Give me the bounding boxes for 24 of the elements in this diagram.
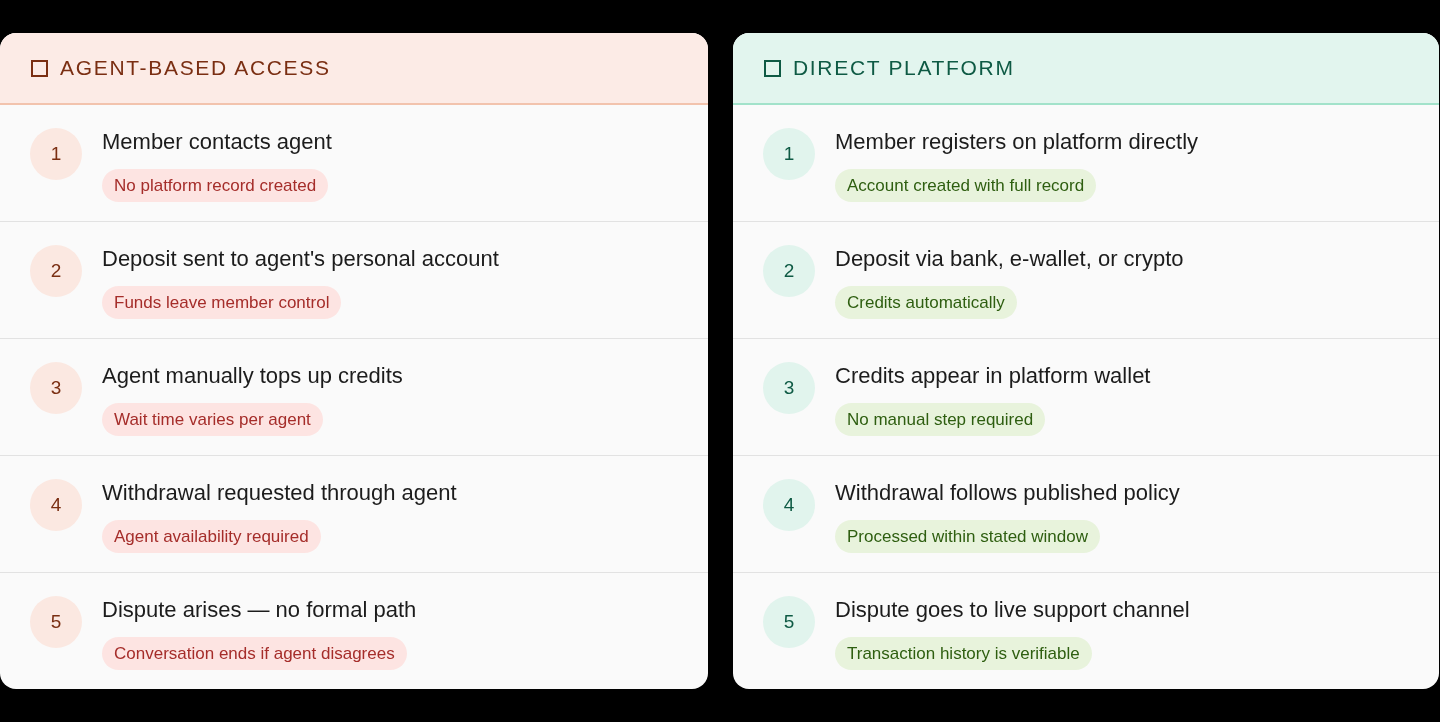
status-tag: No manual step required [835,403,1046,436]
card-heading: AGENT-BASED ACCESS [60,55,331,82]
status-tag: Credits automatically [835,286,1017,319]
status-tag: Agent availability required [102,520,321,553]
status-tag: Conversation ends if agent disagrees [102,637,407,670]
step-title: Dispute arises — no formal path [102,596,417,624]
step-title: Deposit sent to agent's personal account [102,245,499,273]
step-title: Deposit via bank, e-wallet, or crypto [835,245,1184,273]
step-title: Member contacts agent [102,128,332,156]
status-tag: Processed within stated window [835,520,1100,553]
status-tag: No platform record created [102,169,329,202]
status-tag: Account created with full record [835,169,1097,202]
step-title: Dispute goes to live support channel [835,596,1190,624]
status-tag: Wait time varies per agent [102,403,323,436]
step-title: Withdrawal follows published policy [835,479,1180,507]
step-title: Credits appear in platform wallet [835,362,1151,390]
step-title: Withdrawal requested through agent [102,479,457,507]
status-tag: Transaction history is verifiable [835,637,1092,670]
card-heading: DIRECT PLATFORM [793,55,1015,82]
status-tag: Funds leave member control [102,286,342,319]
panel-card [733,33,1439,689]
step-title: Agent manually tops up credits [102,362,403,390]
step-title: Member registers on platform directly [835,128,1199,156]
panel-card [0,33,708,689]
